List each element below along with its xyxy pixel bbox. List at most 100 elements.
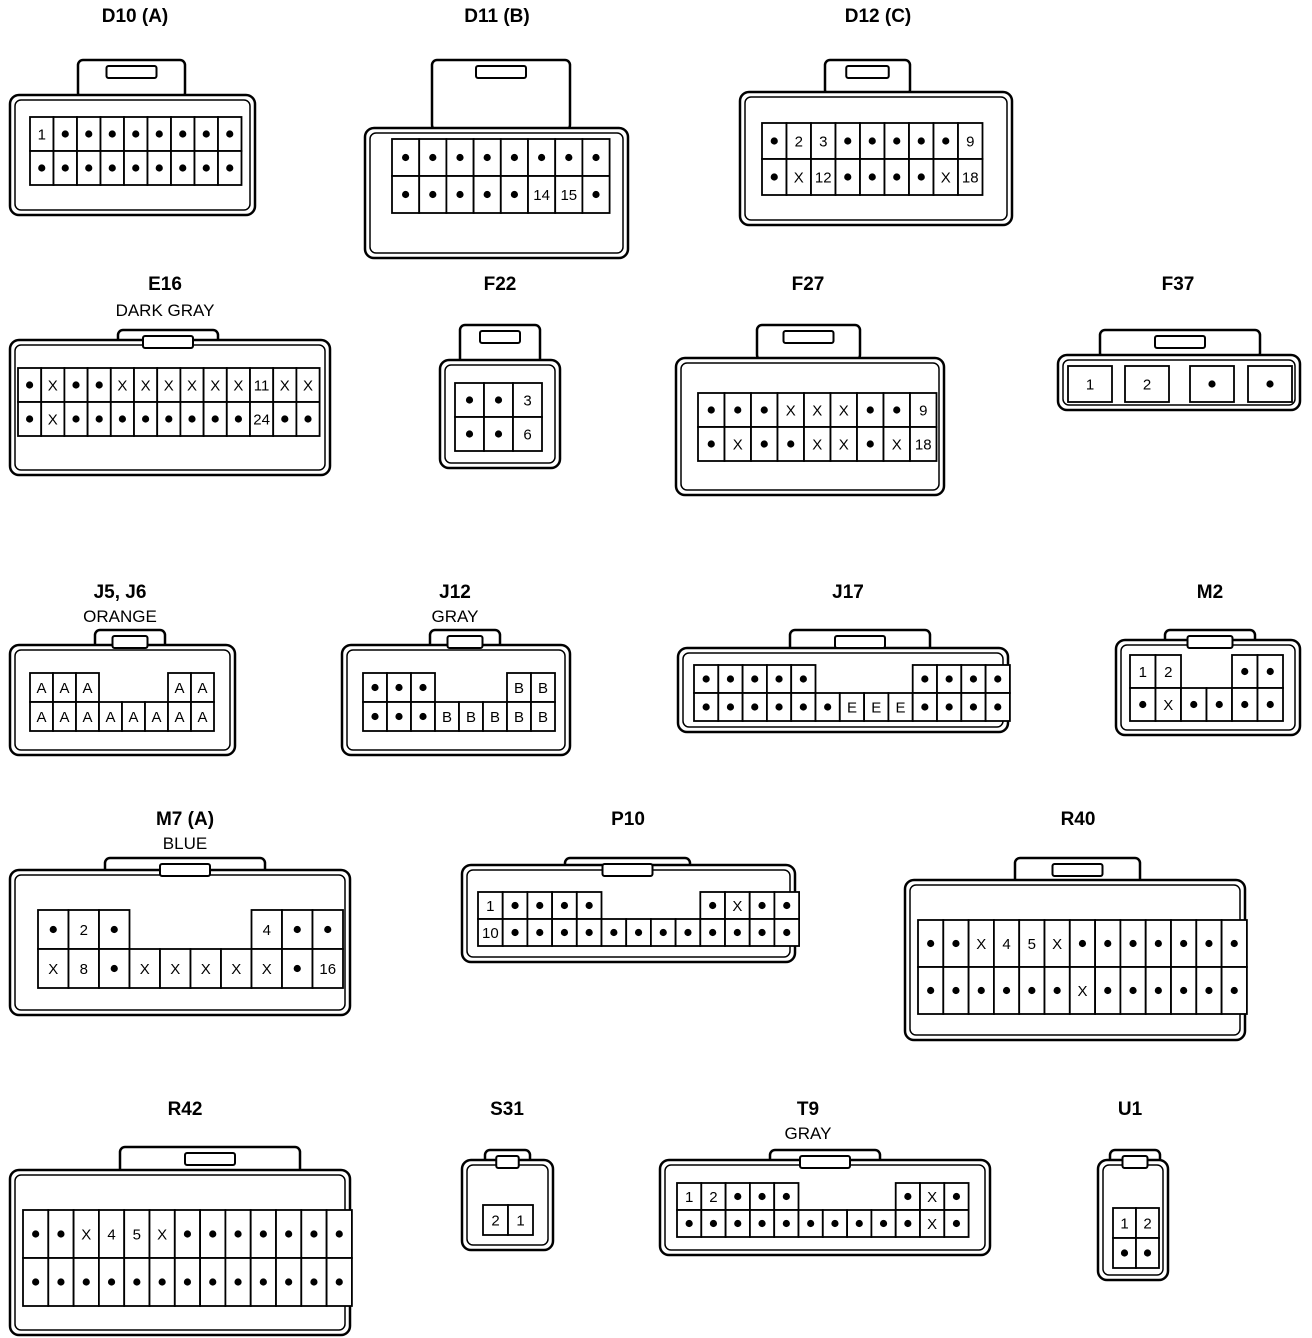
- pin-label: 2: [1164, 664, 1172, 681]
- pin-label: A: [82, 709, 92, 726]
- pin-dot: [1120, 1249, 1129, 1257]
- pin-dot: [395, 683, 403, 692]
- pin-label: B: [442, 709, 452, 726]
- pin-dot: [1215, 700, 1223, 709]
- pin-label: X: [927, 1189, 937, 1206]
- pin-dot: [179, 164, 187, 172]
- connector-title: T9: [797, 1099, 819, 1120]
- pin-cavity: [159, 948, 192, 989]
- pin-dot: [734, 1192, 742, 1201]
- pin-dot: [371, 683, 379, 692]
- pin-label: X: [1163, 697, 1173, 714]
- latch-bar: [105, 65, 158, 79]
- latch-bar: [845, 65, 890, 79]
- pin-dot: [855, 1219, 863, 1228]
- pin-cavity: [250, 948, 283, 989]
- pin-label: X: [786, 403, 796, 420]
- pin-cavity: [477, 918, 504, 947]
- pin-dot: [285, 1230, 293, 1238]
- pin-label: A: [36, 680, 46, 697]
- pin-dot: [1180, 939, 1188, 948]
- pin-dot: [733, 928, 741, 937]
- pin-dot: [868, 137, 876, 145]
- pin-dot: [183, 1278, 192, 1286]
- pin-cavity: [803, 392, 832, 428]
- pin-dot: [977, 986, 985, 995]
- pin-cavity: [957, 158, 984, 196]
- pin-label: 18: [915, 437, 932, 454]
- pin-cavity: [723, 426, 752, 462]
- pin-dot: [709, 1219, 718, 1228]
- pin-dot: [866, 406, 874, 414]
- pin-dot: [494, 396, 503, 404]
- pin-cavity: [581, 175, 611, 214]
- pin-label: 1: [516, 1213, 524, 1230]
- pin-label: A: [151, 709, 161, 726]
- pin-dot: [511, 928, 519, 937]
- pin-label: 1: [486, 898, 494, 915]
- pin-dot: [921, 675, 929, 683]
- pin-label: X: [892, 437, 902, 454]
- pin-dot: [1230, 939, 1238, 948]
- pin-label: X: [839, 437, 849, 454]
- pin-label: 1: [685, 1189, 693, 1206]
- pin-dot: [565, 153, 573, 162]
- pin-dot: [72, 381, 80, 389]
- pin-cavity: [908, 158, 935, 196]
- pin-label: X: [157, 1227, 167, 1244]
- pin-dot: [402, 153, 410, 162]
- pin-cavity: [1068, 966, 1097, 1015]
- connector-title: M7 (A): [156, 809, 214, 830]
- pin-dot: [783, 901, 791, 910]
- pin-dot: [1104, 939, 1112, 948]
- pin-cavity: [676, 1209, 703, 1238]
- pin-cavity: [676, 1182, 703, 1211]
- pin-dot: [1143, 1249, 1152, 1257]
- pin-dot: [155, 130, 163, 138]
- pin-dot: [483, 190, 491, 199]
- pin-dot: [659, 928, 667, 937]
- pin-dot: [61, 130, 69, 138]
- latch-bar: [1154, 335, 1206, 349]
- pin-cavity: [863, 692, 890, 722]
- connector-title: J12: [439, 582, 471, 603]
- pin-label: X: [48, 412, 58, 429]
- pin-label: 5: [133, 1227, 141, 1244]
- connector-title: F27: [792, 274, 825, 295]
- pin-cavity: [724, 891, 751, 920]
- pin-dot: [110, 925, 118, 934]
- pin-cavity: [1067, 365, 1113, 403]
- pin-dot: [132, 130, 140, 138]
- pin-dot: [824, 703, 832, 711]
- pin-dot: [1205, 986, 1213, 995]
- pin-label: B: [538, 709, 548, 726]
- pin-label: 8: [80, 961, 88, 978]
- pin-label: X: [210, 378, 220, 395]
- pin-label: A: [174, 680, 184, 697]
- pin-label: X: [81, 1227, 91, 1244]
- pin-dot: [32, 1278, 40, 1286]
- pin-cavity: [1220, 919, 1248, 968]
- pin-dot: [285, 1278, 293, 1286]
- pin-dot: [592, 153, 600, 162]
- pin-dot: [1129, 986, 1137, 995]
- connector-color-label: DARK GRAY: [116, 301, 215, 320]
- pin-dot: [234, 415, 242, 423]
- pin-dot: [95, 381, 103, 389]
- pin-cavity: [506, 701, 532, 732]
- pin-dot: [118, 415, 126, 423]
- pin-cavity: [499, 175, 529, 214]
- pin-dot: [702, 703, 710, 711]
- connector-title: J5, J6: [94, 582, 147, 603]
- pin-dot: [304, 415, 312, 423]
- pin-dot: [211, 415, 219, 423]
- pin-label: 2: [709, 1189, 717, 1206]
- connector-title: R42: [168, 1099, 203, 1120]
- pin-dot: [26, 381, 34, 389]
- latch-bar: [1186, 635, 1234, 649]
- pin-dot: [259, 1230, 267, 1238]
- pin-label: 9: [919, 403, 927, 420]
- pin-dot: [770, 137, 778, 145]
